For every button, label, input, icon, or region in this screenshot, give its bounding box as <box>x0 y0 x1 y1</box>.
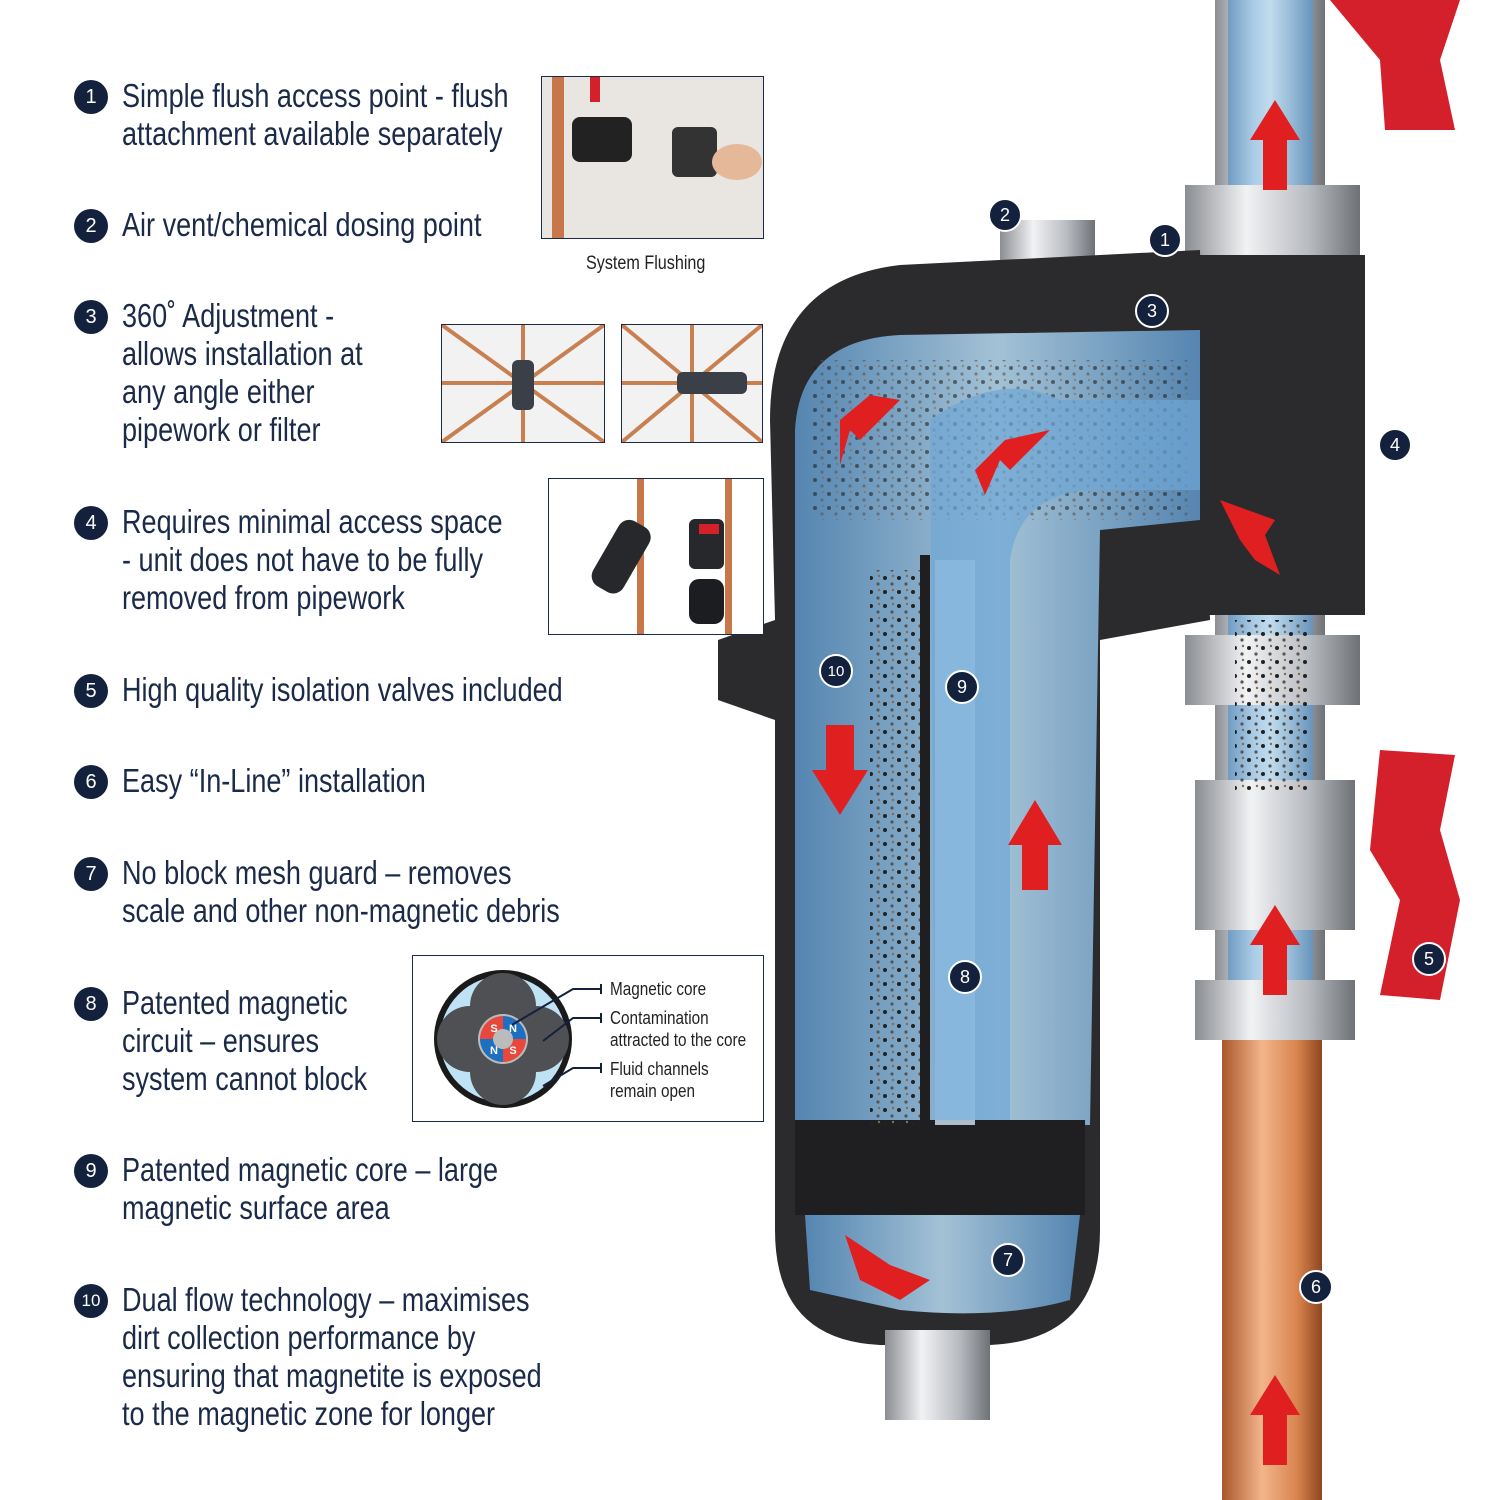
feature-text: Requires minimal access space- unit does… <box>122 503 503 616</box>
callout-10: 10 <box>819 654 853 688</box>
label-magnetic-core: Magnetic core <box>610 979 707 999</box>
adjustment-photo-2 <box>621 324 763 443</box>
callout-8: 8 <box>948 960 982 994</box>
number-badge: 6 <box>74 765 108 799</box>
number-badge: 10 <box>74 1284 108 1318</box>
feature-text: Easy “In-Line” installation <box>122 762 426 799</box>
callout-6: 6 <box>1299 1270 1333 1304</box>
number-badge: 8 <box>74 987 108 1021</box>
adjustment-photo-1 <box>441 324 605 443</box>
flow-arrows <box>812 100 1300 1465</box>
number-badge: 5 <box>74 674 108 708</box>
photo-caption: System Flushing <box>586 253 706 274</box>
pole-label: S <box>509 1045 516 1057</box>
pole-label: N <box>490 1045 498 1057</box>
number-badge: 7 <box>74 857 108 891</box>
callout-7: 7 <box>991 1243 1025 1277</box>
callout-9: 9 <box>945 670 979 704</box>
callout-3: 3 <box>1135 294 1169 328</box>
feature-text: High quality isolation valves included <box>122 671 563 708</box>
number-badge: 1 <box>74 80 108 114</box>
number-badge: 2 <box>74 209 108 243</box>
callout-2: 2 <box>988 198 1022 232</box>
feature-text: Air vent/chemical dosing point <box>122 206 482 243</box>
number-badge: 4 <box>74 506 108 540</box>
valve-handle-bottom[interactable] <box>1370 750 1460 1000</box>
number-badge: 9 <box>74 1154 108 1188</box>
valve-handle-top[interactable] <box>1330 0 1460 130</box>
pole-label: N <box>509 1023 517 1035</box>
pipe <box>1185 0 1360 1500</box>
callout-5: 5 <box>1412 942 1446 976</box>
pole-label: S <box>490 1023 497 1035</box>
system-flushing-photo <box>541 76 764 239</box>
number-badge: 3 <box>74 300 108 334</box>
callout-1: 1 <box>1148 223 1182 257</box>
callout-4: 4 <box>1378 428 1412 462</box>
access-space-photo <box>548 478 764 635</box>
